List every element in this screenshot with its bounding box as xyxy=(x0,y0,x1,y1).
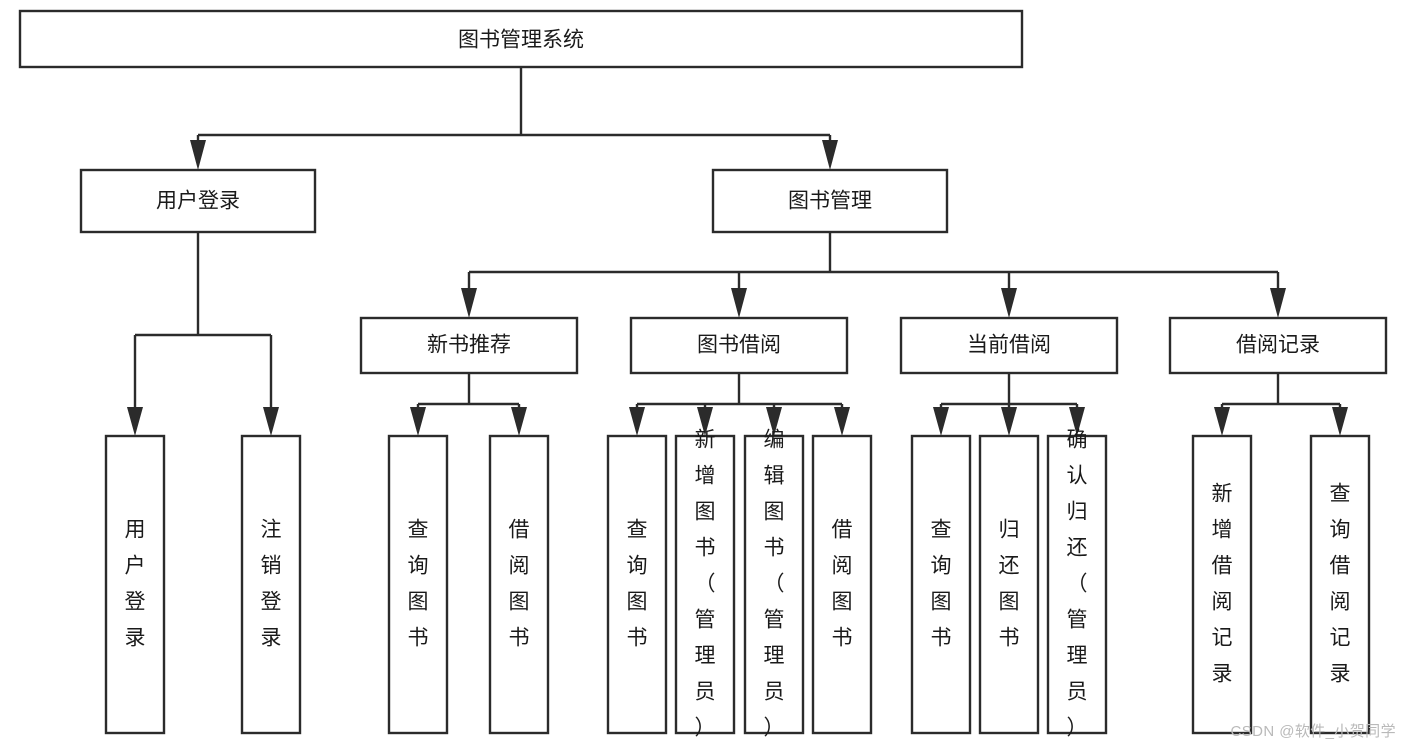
node-user-login-group-box[interactable] xyxy=(79,168,317,234)
node-leaf-user-login-label: 用户登录 xyxy=(125,519,146,650)
node-user-login-group-label: 用户登录 xyxy=(156,190,240,213)
arrow-head-current-borrow xyxy=(1001,288,1017,318)
node-leaf-user-login-box[interactable] xyxy=(104,434,166,735)
node-leaf-rec-borrow[interactable]: 借阅图书 xyxy=(488,434,550,735)
node-leaf-rec-query2-label: 查询借阅记录 xyxy=(1330,483,1351,686)
arrow-head-book-manage xyxy=(822,140,838,170)
arrow-head-leaf-rec-add xyxy=(1214,407,1230,436)
arrow-head-leaf-cur-confirm xyxy=(1069,407,1085,436)
node-leaf-user-login[interactable]: 用户登录 xyxy=(104,434,166,735)
node-leaf-logout-box[interactable] xyxy=(240,434,302,735)
node-leaf-cur-confirm-label: 确认归还（管理员） xyxy=(1067,429,1088,740)
arrow-head-leaf-user-login xyxy=(127,407,143,436)
node-leaf-rec-query[interactable]: 查询图书 xyxy=(387,434,449,735)
node-leaf-borrow-edit-box[interactable] xyxy=(743,434,805,735)
node-current-borrow[interactable]: 当前借阅 xyxy=(899,316,1119,375)
node-leaf-borrow-query[interactable]: 查询图书 xyxy=(606,434,668,735)
node-book-borrow[interactable]: 图书借阅 xyxy=(629,316,849,375)
node-leaf-rec-add[interactable]: 新增借阅记录 xyxy=(1191,434,1253,735)
arrow-head-leaf-cur-query xyxy=(933,407,949,436)
node-new-book-rec-label: 新书推荐 xyxy=(427,334,511,357)
arrow-head-leaf-rec-query2 xyxy=(1332,407,1348,436)
node-leaf-borrow-borrow-box[interactable] xyxy=(811,434,873,735)
node-new-book-rec[interactable]: 新书推荐 xyxy=(359,316,579,375)
arrow-head-leaf-cur-return xyxy=(1001,407,1017,436)
arrow-head-book-borrow xyxy=(731,288,747,318)
arrow-head-leaf-borrow-add xyxy=(697,407,713,436)
node-leaf-rec-borrow-label: 借阅图书 xyxy=(509,519,530,650)
node-leaf-cur-confirm-box[interactable] xyxy=(1046,434,1108,735)
node-leaf-cur-query-box[interactable] xyxy=(910,434,972,735)
node-leaf-logout-label: 注销登录 xyxy=(261,519,282,650)
node-book-manage-group-label: 图书管理 xyxy=(788,190,872,213)
node-leaf-rec-borrow-box[interactable] xyxy=(488,434,550,735)
node-root-box[interactable] xyxy=(18,9,1024,69)
arrow-head-new-book-rec xyxy=(461,288,477,318)
node-borrow-record-label: 借阅记录 xyxy=(1236,334,1320,357)
node-leaf-cur-query[interactable]: 查询图书 xyxy=(910,434,972,735)
arrow-head-leaf-rec-query xyxy=(410,407,426,436)
node-leaf-rec-query2[interactable]: 查询借阅记录 xyxy=(1309,434,1371,735)
node-leaf-borrow-borrow-label: 借阅图书 xyxy=(832,519,853,650)
node-current-borrow-label: 当前借阅 xyxy=(967,334,1051,357)
node-current-borrow-box[interactable] xyxy=(899,316,1119,375)
csdn-watermark: CSDN @软件_小贺同学 xyxy=(1230,723,1396,740)
node-leaf-borrow-add-label: 新增图书（管理员） xyxy=(695,429,716,740)
arrow-head-leaf-borrow-query xyxy=(629,407,645,436)
node-book-borrow-box[interactable] xyxy=(629,316,849,375)
node-leaf-borrow-borrow[interactable]: 借阅图书 xyxy=(811,434,873,735)
node-leaf-rec-add-label: 新增借阅记录 xyxy=(1212,483,1233,686)
node-leaf-rec-query-box[interactable] xyxy=(387,434,449,735)
node-root[interactable]: 图书管理系统 xyxy=(18,9,1024,69)
node-book-manage-group-box[interactable] xyxy=(711,168,949,234)
node-book-manage-group[interactable]: 图书管理 xyxy=(711,168,949,234)
node-leaf-borrow-edit-label: 编辑图书（管理员） xyxy=(764,429,785,740)
node-layer: 图书管理系统 用户登录 图书管理 新书推荐 图书借阅 当前借阅 借阅记录 xyxy=(18,9,1388,740)
node-leaf-rec-query-label: 查询图书 xyxy=(408,519,429,650)
node-leaf-rec-add-box[interactable] xyxy=(1191,434,1253,735)
node-root-label: 图书管理系统 xyxy=(458,29,584,52)
node-leaf-borrow-add[interactable]: 新增图书（管理员） xyxy=(674,429,736,740)
node-leaf-borrow-query-box[interactable] xyxy=(606,434,668,735)
node-leaf-borrow-edit[interactable]: 编辑图书（管理员） xyxy=(743,429,805,740)
arrow-head-borrow-record xyxy=(1270,288,1286,318)
arrow-head-user-login xyxy=(190,140,206,170)
node-leaf-borrow-query-label: 查询图书 xyxy=(627,519,648,650)
arrow-head-leaf-borrow-edit xyxy=(766,407,782,436)
node-leaf-rec-query2-box[interactable] xyxy=(1309,434,1371,735)
connector-layer xyxy=(127,67,1348,436)
node-leaf-cur-return-box[interactable] xyxy=(978,434,1040,735)
node-new-book-rec-box[interactable] xyxy=(359,316,579,375)
node-leaf-cur-confirm[interactable]: 确认归还（管理员） xyxy=(1046,429,1108,740)
arrow-head-leaf-rec-borrow xyxy=(511,407,527,436)
node-borrow-record[interactable]: 借阅记录 xyxy=(1168,316,1388,375)
arrow-head-leaf-logout xyxy=(263,407,279,436)
node-leaf-cur-return-label: 归还图书 xyxy=(999,519,1020,650)
arrow-head-leaf-borrow-borrow xyxy=(834,407,850,436)
node-leaf-borrow-add-box[interactable] xyxy=(674,434,736,735)
node-leaf-cur-return[interactable]: 归还图书 xyxy=(978,434,1040,735)
node-book-borrow-label: 图书借阅 xyxy=(697,334,781,357)
node-leaf-cur-query-label: 查询图书 xyxy=(931,519,952,650)
node-user-login-group[interactable]: 用户登录 xyxy=(79,168,317,234)
node-leaf-logout[interactable]: 注销登录 xyxy=(240,434,302,735)
node-borrow-record-box[interactable] xyxy=(1168,316,1388,375)
